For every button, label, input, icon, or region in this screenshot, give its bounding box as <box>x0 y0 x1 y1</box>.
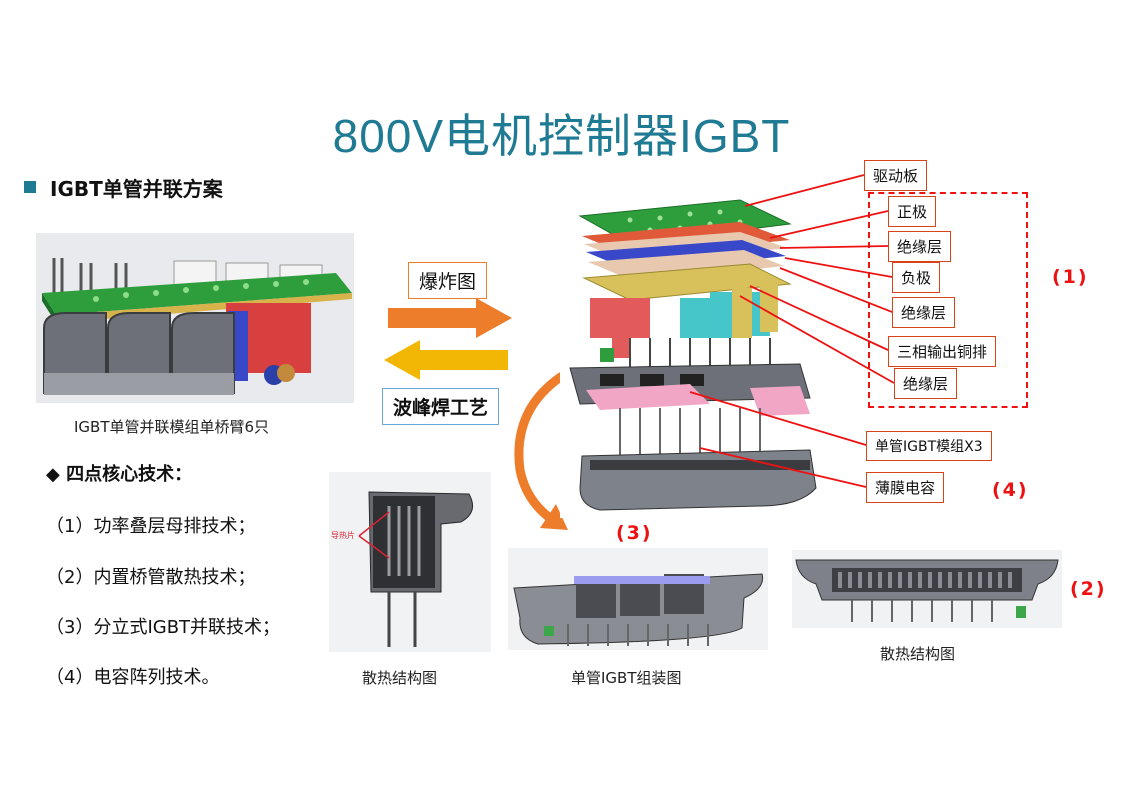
tech-item-4: （4）电容阵列技术。 <box>46 667 220 688</box>
explode-label: 爆炸图 <box>408 262 488 299</box>
section-heading: IGBT单管并联方案 <box>50 177 223 201</box>
assembly-image <box>508 548 768 650</box>
heat-structure-drawing-2 <box>792 550 1062 628</box>
marker-1: (1) <box>1052 266 1089 288</box>
module-caption: IGBT单管并联模组单桥臂6只 <box>74 418 270 436</box>
marker-4: (4) <box>992 479 1029 501</box>
heat-structure-image-1: 导热片 <box>329 472 491 652</box>
heat-caption-2: 散热结构图 <box>880 645 956 663</box>
leader-insulation-1 <box>779 245 889 249</box>
wave-solder-label: 波峰焊工艺 <box>382 388 500 425</box>
leader-insulation-2 <box>779 267 893 313</box>
heat-structure-image-2 <box>792 550 1062 628</box>
leader-igbt-module <box>689 391 867 446</box>
label-film-cap: 薄膜电容 <box>866 472 945 503</box>
tech-item-2: （2）内置桥管散热技术； <box>46 567 256 588</box>
label-insulation-3: 绝缘层 <box>894 368 958 399</box>
label-drive-board: 驱动板 <box>864 160 928 191</box>
page-title: 800V电机控制器IGBT <box>332 110 791 162</box>
tech-item-1: （1）功率叠层母排技术； <box>46 516 256 537</box>
marker-3: (3) <box>616 522 653 544</box>
label-positive: 正极 <box>888 196 937 227</box>
tech-heading: ◆ 四点核心技术： <box>46 464 193 485</box>
heat-caption-1: 散热结构图 <box>362 669 438 687</box>
arrow-left-icon <box>384 340 508 380</box>
section-bullet <box>24 181 36 193</box>
tech-item-3: （3）分立式IGBT并联技术； <box>46 617 281 638</box>
leader-negative <box>784 257 893 278</box>
layer-group-box <box>868 192 1028 408</box>
leader-busbar <box>749 285 889 351</box>
assembly-caption: 单管IGBT组装图 <box>571 669 682 687</box>
label-negative: 负极 <box>892 262 941 293</box>
label-igbt-module: 单管IGBT模组X3 <box>866 431 992 461</box>
arrow-right-icon <box>388 298 512 338</box>
inset-label: 导热片 <box>331 531 355 540</box>
label-insulation-1: 绝缘层 <box>888 231 952 262</box>
leader-insulation-3 <box>739 295 895 384</box>
exploded-view-drawing <box>560 188 830 518</box>
leader-drive-board <box>744 174 865 207</box>
label-busbar: 三相输出铜排 <box>888 336 997 367</box>
igbt-module-drawing <box>36 233 354 403</box>
heat-structure-drawing-1 <box>329 472 491 652</box>
leader-positive <box>769 210 889 239</box>
igbt-module-image <box>36 233 354 403</box>
marker-2: (2) <box>1070 578 1107 600</box>
curved-arrow-icon <box>514 372 568 530</box>
exploded-view-image <box>560 188 830 518</box>
label-insulation-2: 绝缘层 <box>892 297 956 328</box>
assembly-drawing <box>508 548 768 650</box>
leader-film-cap <box>699 447 867 488</box>
